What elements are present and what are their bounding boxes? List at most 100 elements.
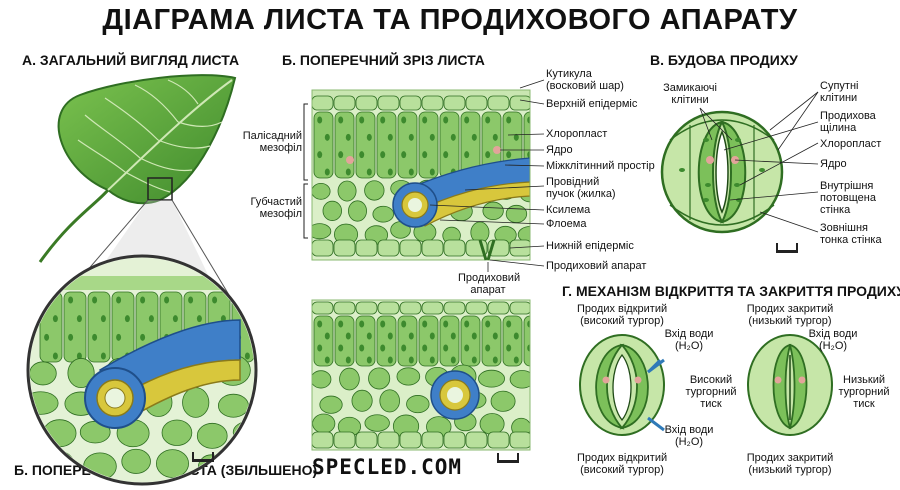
spongy-cell	[406, 395, 430, 414]
spongy-cell	[490, 390, 516, 412]
label-intercellular: Міжклітинний простір	[546, 160, 655, 172]
chloroplast	[513, 356, 519, 364]
palisade-cell	[523, 315, 530, 367]
label-nucleus: Ядро	[546, 144, 573, 156]
label-open-bottom: Продих відкритий(високий тургор)	[577, 452, 668, 476]
chloroplast	[338, 320, 344, 328]
chloroplast	[506, 320, 512, 328]
chloroplast	[76, 352, 82, 360]
palisade-cell	[355, 315, 376, 367]
chloroplast	[366, 356, 372, 364]
spongy-cell	[312, 183, 331, 200]
chloroplast	[464, 344, 470, 352]
spongy-cell	[351, 389, 373, 412]
chloroplast	[401, 151, 407, 159]
chloroplast	[527, 116, 530, 124]
chloroplast	[366, 332, 372, 340]
chloroplast	[471, 332, 477, 340]
chloroplast	[100, 315, 106, 323]
spongy-cell	[40, 450, 75, 482]
upper-epidermis-cell	[487, 301, 510, 315]
chloroplast	[68, 296, 74, 304]
spongy-cell	[379, 389, 400, 413]
chloroplast	[317, 151, 323, 159]
lower-epidermis-cell	[312, 431, 334, 449]
upper-epidermis-cell	[377, 95, 400, 111]
palisade-cell	[63, 291, 87, 363]
palisade-cell	[334, 111, 355, 179]
palisade-cell	[111, 291, 135, 363]
chloroplast	[338, 151, 344, 159]
upper-epidermis-cell	[443, 301, 466, 315]
chloroplast	[464, 116, 470, 124]
spongy-cell	[30, 361, 57, 386]
chloroplast	[535, 333, 540, 340]
lower-epidermis-cell	[465, 431, 488, 449]
chloroplast	[324, 168, 330, 176]
chloroplast	[485, 344, 491, 352]
spongy-cell	[337, 180, 357, 202]
chloroplast	[317, 320, 323, 328]
lower-epidermis-cell	[399, 431, 422, 449]
label-water-in-closed: Вхід води(H₂O)	[808, 328, 858, 352]
chloroplast	[485, 320, 491, 328]
chloroplast	[422, 116, 428, 124]
stoma-closed	[747, 334, 833, 436]
spongy-cell	[67, 358, 95, 389]
chloroplast	[236, 296, 242, 304]
chloroplast	[338, 116, 344, 124]
chloroplast	[513, 332, 519, 340]
chloroplast	[401, 320, 407, 328]
chloroplast	[212, 296, 218, 304]
upper-epidermis-cell	[399, 95, 422, 111]
palisade-cell	[397, 315, 418, 367]
spongy-cell	[368, 367, 391, 390]
label-closed-bottom: Продих закритий(низький тургор)	[746, 452, 834, 476]
spongy-cell	[478, 369, 505, 388]
chloroplast	[506, 116, 512, 124]
chloroplast	[408, 332, 414, 340]
upper-epidermis-cell	[421, 301, 444, 315]
label-stomatal-apparatus: Продиховий апарат	[546, 260, 647, 272]
label-phloem: Флоема	[546, 218, 587, 230]
stoma-leaders	[699, 91, 819, 233]
spongy-cell	[182, 387, 210, 418]
lower-epidermis-cell	[355, 239, 378, 257]
spongy-cell	[396, 367, 421, 386]
chloroplast	[443, 320, 449, 328]
chloroplast	[387, 133, 393, 141]
nucleus	[493, 146, 501, 154]
chloroplast	[535, 134, 540, 141]
chloroplast	[450, 332, 456, 340]
spongy-cell	[155, 449, 189, 478]
chloroplast	[345, 332, 351, 340]
chloroplast	[68, 333, 74, 341]
upper-epidermis-cell	[355, 301, 378, 315]
chloroplast	[380, 320, 386, 328]
chloroplast	[196, 315, 202, 323]
chloroplast	[140, 296, 146, 304]
chloroplast	[244, 352, 250, 360]
palisade-cell	[460, 315, 481, 367]
lower-epidermis-cell	[333, 239, 356, 257]
spongy-cell	[372, 205, 394, 223]
chloroplast	[422, 320, 428, 328]
spongy-cell	[322, 200, 342, 221]
upper-epidermis-cell	[355, 95, 378, 111]
lower-epidermis-cell	[377, 239, 400, 257]
chloroplast	[100, 352, 106, 360]
lower-epidermis-cell	[443, 239, 466, 257]
chloroplast	[527, 320, 530, 328]
chloroplast	[338, 344, 344, 352]
lower-epidermis-cell	[443, 431, 466, 449]
upper-epidermis-cell	[312, 95, 334, 111]
label-stoma-nucleus: Ядро	[820, 158, 847, 170]
chloroplast	[401, 116, 407, 124]
stoma-open	[579, 334, 665, 436]
section-a-title: А. ЗАГАЛЬНИЙ ВИГЛЯД ЛИСТА	[22, 52, 240, 68]
spongy-cell	[348, 200, 367, 222]
spongy-cell	[217, 393, 249, 418]
